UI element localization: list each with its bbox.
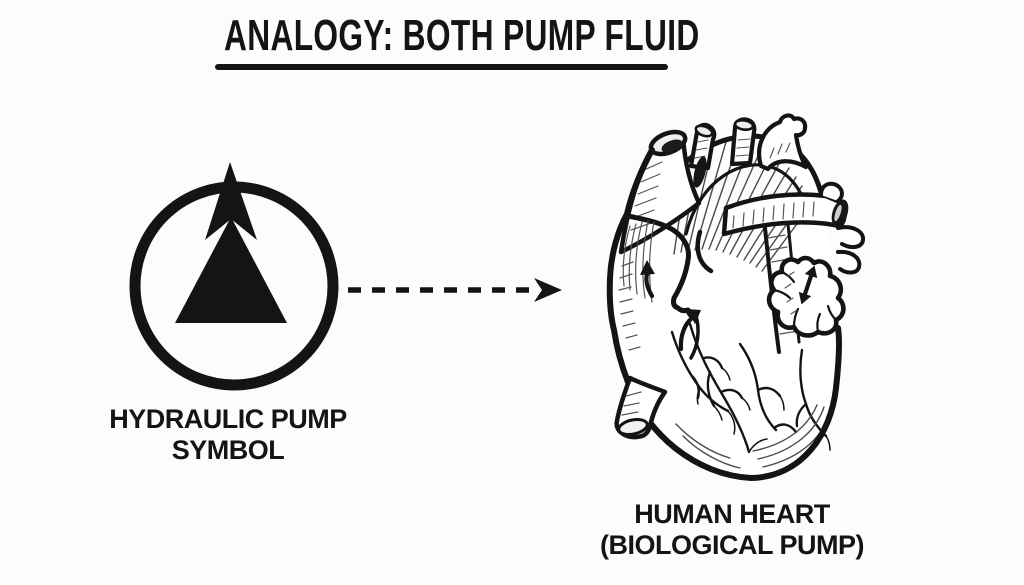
- hydraulic-pump-symbol-icon: [129, 162, 339, 391]
- pump-arrow-spike: [205, 162, 257, 240]
- human-heart-illustration: [606, 113, 865, 481]
- superior-vena-cava: [618, 129, 702, 255]
- atrial-appendage: [766, 255, 846, 338]
- pump-triangle: [175, 217, 287, 323]
- title-underline: [215, 64, 668, 70]
- pulmonary-artery-tube: [721, 181, 849, 237]
- pulmonary-vein-stubs: [836, 225, 865, 275]
- page-title: ANALOGY: BOTH PUMP FLUID: [223, 11, 700, 60]
- arrowhead: [534, 278, 562, 302]
- double-arrow-shaft: [802, 273, 814, 297]
- coronary-arteries: [670, 322, 831, 454]
- vessel-opening-sliver: [693, 156, 707, 188]
- right-label-line2: (BIOLOGICAL PUMP): [600, 530, 865, 560]
- left-figure-label: HYDRAULIC PUMP SYMBOL: [78, 404, 378, 466]
- dashed-arrow-right-icon: [348, 278, 562, 302]
- right-label-line1: HUMAN HEART: [634, 499, 830, 529]
- right-figure-label: HUMAN HEART (BIOLOGICAL PUMP): [582, 499, 882, 561]
- left-label-line1: HYDRAULIC PUMP: [109, 404, 347, 434]
- inferior-vena-cava: [614, 375, 668, 440]
- left-label-line2: SYMBOL: [171, 435, 285, 465]
- aorta-branches: [688, 113, 809, 172]
- bottom-shading: [675, 404, 832, 469]
- blood-flow-arrows: [640, 260, 701, 352]
